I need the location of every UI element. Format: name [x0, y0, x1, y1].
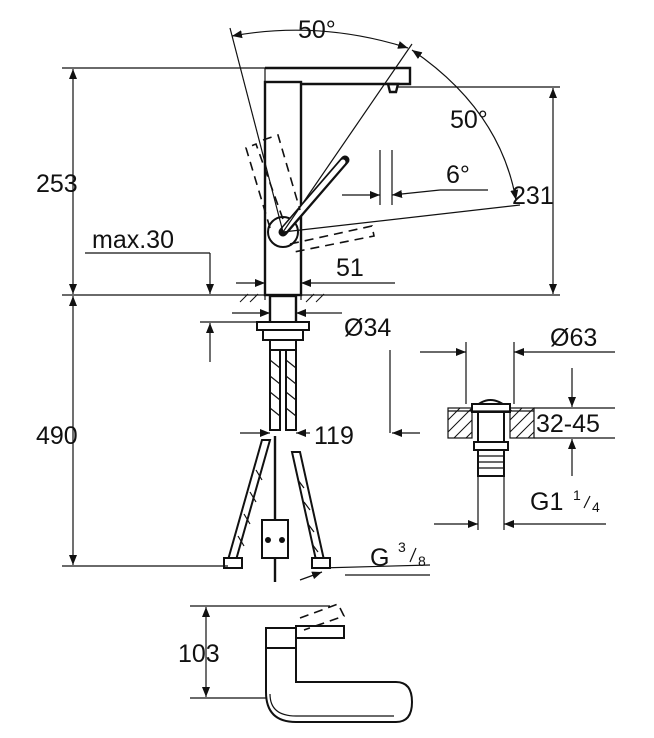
angle-arcs: [229, 27, 521, 233]
label-max-deck: max.30: [92, 226, 174, 254]
fraction-slash-waste: [583, 495, 591, 509]
dimension-g38: [299, 564, 431, 581]
dimension-32-45: [534, 368, 615, 476]
label-lever-height: 103: [178, 640, 220, 668]
dimension-490: [62, 296, 228, 567]
dimension-253: [62, 67, 560, 296]
dimension-103: [190, 605, 330, 699]
label-angle-small: 6°: [446, 161, 470, 189]
label-hole-dia: Ø34: [344, 314, 391, 342]
label-angle-right: 50°: [450, 106, 488, 134]
label-waste-thread: G1: [530, 488, 563, 516]
label-hose-thread-num: 3: [398, 539, 406, 555]
dimension-dia63: [420, 342, 615, 404]
label-hose-spacing: 119: [314, 422, 354, 450]
dimension-231: [398, 86, 560, 294]
label-projection: 51: [336, 254, 364, 282]
label-hose-length: 490: [36, 422, 78, 450]
dimension-dia34: [232, 306, 342, 320]
label-height-spout: 231: [512, 182, 554, 210]
label-waste-thread-num: 1: [573, 487, 581, 503]
fraction-slash-hose: [409, 547, 417, 563]
label-angle-top: 50°: [298, 16, 336, 44]
label-waste-dia: Ø63: [550, 324, 597, 352]
label-basin-thickness: 32-45: [536, 410, 600, 438]
dimension-51: [236, 279, 395, 300]
dimension-max30: [85, 252, 214, 294]
label-hose-thread: G: [370, 544, 389, 572]
label-hose-thread-den: 8: [418, 553, 426, 569]
dimension-119: [240, 350, 420, 437]
waste-valve: [447, 399, 535, 477]
dimension-g114: [434, 476, 606, 530]
label-waste-thread-den: 4: [592, 499, 600, 515]
lever-side-view: [265, 603, 414, 723]
label-height-total: 253: [36, 170, 78, 198]
